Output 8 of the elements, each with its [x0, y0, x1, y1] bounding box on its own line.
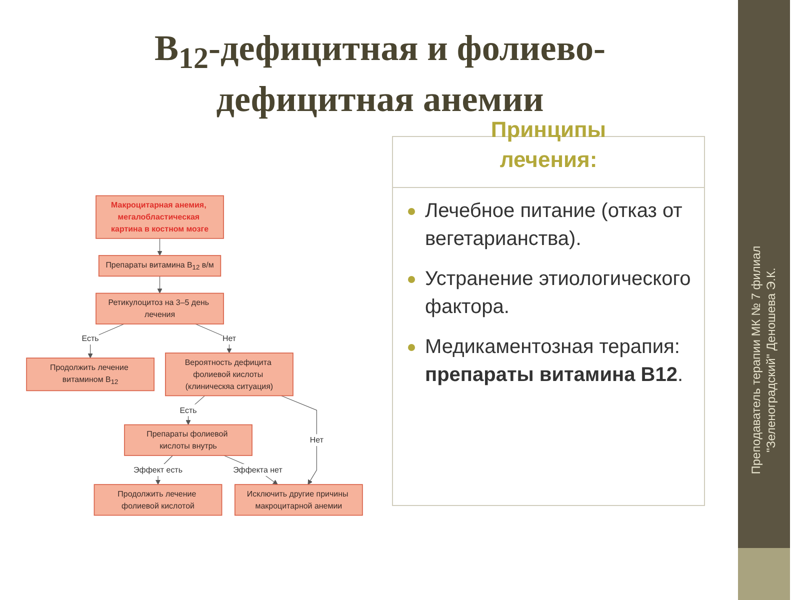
arrow: [186, 395, 206, 425]
arrow: [281, 395, 317, 485]
bullet-text: Медикаментозная терапия: препараты витамина B12.: [425, 336, 684, 386]
arrow: [157, 276, 162, 294]
bullet-text: Устранение этиологического фактора.: [425, 268, 691, 318]
author-note: Преподаватель терапии МК № 7 филиал "Зеленоградский" Деношева Э.К.: [749, 244, 779, 476]
bullet-text: Лечебное питание (отказ от вегетарианства).: [425, 200, 682, 250]
arrow: [157, 238, 162, 256]
